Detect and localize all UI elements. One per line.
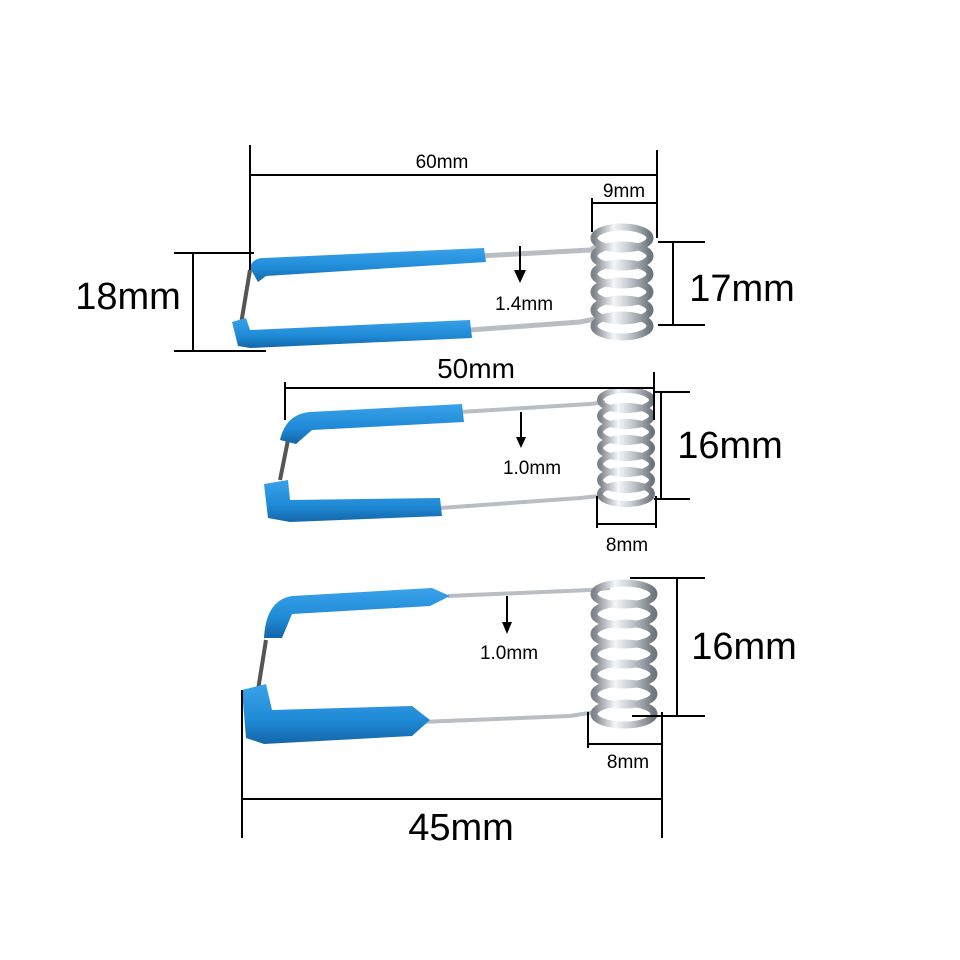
dimension-lines — [241, 577, 705, 838]
wire — [459, 400, 606, 414]
wire-diameter-label: 1.0mm — [503, 458, 561, 479]
coil-width-label: 8mm — [606, 535, 648, 556]
coil — [590, 579, 658, 729]
wire — [419, 710, 596, 724]
wire — [278, 439, 290, 481]
wire — [447, 586, 611, 598]
spring-clip-1: 60mm 9mm 18mm 17mm 1.4mm — [75, 145, 795, 352]
blue-sleeve — [264, 588, 450, 638]
height-label: 18mm — [75, 276, 181, 318]
coil-width-label: 9mm — [603, 181, 645, 202]
length-label: 60mm — [416, 152, 469, 173]
coil — [597, 387, 655, 507]
wire — [439, 494, 601, 510]
arrow-icon — [514, 270, 526, 283]
coil-width-label: 8mm — [607, 752, 649, 773]
wire-diameter-label: 1.0mm — [480, 643, 538, 664]
blue-sleeve — [280, 404, 464, 444]
blue-sleeve — [250, 248, 486, 282]
arrow-icon — [502, 622, 512, 634]
wire — [256, 639, 268, 691]
blue-sleeve — [242, 684, 430, 744]
length-label: 50mm — [437, 353, 515, 384]
coil-height-label: 16mm — [691, 626, 797, 668]
arrow-icon — [516, 437, 526, 448]
dimension-lines — [284, 372, 690, 528]
wire — [469, 315, 601, 333]
coil-height-label: 16mm — [677, 425, 783, 467]
length-label: 45mm — [408, 807, 514, 849]
blue-sleeve — [264, 480, 442, 522]
spring-clip-2: 50mm 16mm 8mm 1.0mm — [264, 353, 783, 556]
spring-clip-3: 16mm 8mm 1.0mm 45mm — [241, 577, 797, 849]
blue-sleeve — [232, 318, 472, 348]
coil — [590, 223, 654, 341]
wire — [479, 242, 602, 259]
wire-diameter-label: 1.4mm — [495, 294, 553, 315]
dimension-lines — [174, 145, 705, 352]
coil-height-label: 17mm — [689, 268, 795, 310]
